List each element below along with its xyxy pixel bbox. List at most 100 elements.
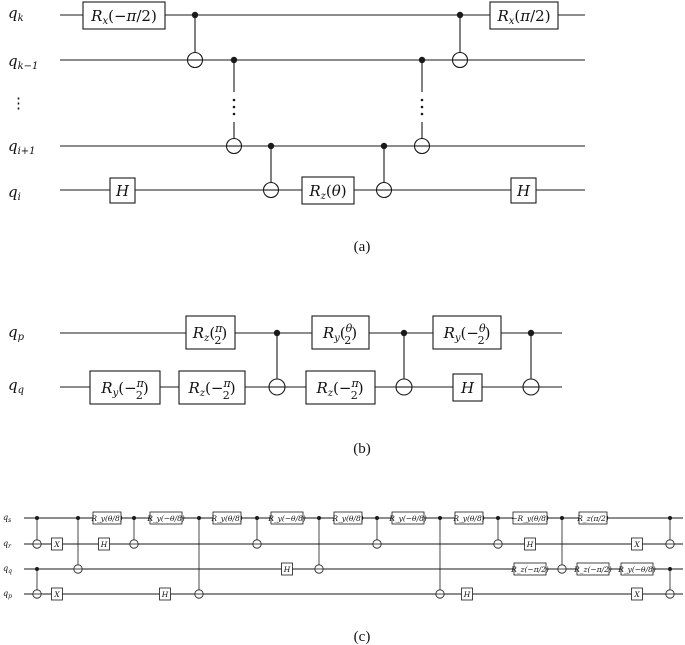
gate-rz-neg-pi2-c-28: R_z(−π/2)	[573, 562, 612, 576]
cnot-c-12	[252, 516, 262, 549]
caption-b: (b)	[353, 441, 371, 457]
caption-c: (c)	[354, 629, 371, 645]
svg-text:R_z(−π/2): R_z(−π/2)	[573, 565, 612, 574]
qubit-label-qp: qp	[8, 323, 25, 343]
svg-text:Ry(−π2): Ry(−π2)	[100, 377, 148, 402]
svg-text:Rz(θ): Rz(θ)	[308, 182, 346, 202]
cnot-c-10	[194, 516, 204, 599]
cnot-c-4	[73, 516, 83, 574]
gate-x-c-30: X	[631, 537, 643, 551]
cnot-c-17	[372, 516, 382, 549]
cnot-qi+1-qi-right	[375, 142, 393, 199]
svg-text:H: H	[283, 565, 291, 574]
svg-text:R_y(−θ/8): R_y(−θ/8)	[267, 514, 306, 523]
qubit-label-qq: qq	[8, 376, 24, 396]
cnot-chain-right	[413, 56, 431, 155]
svg-text:H: H	[460, 379, 475, 397]
gate-h-c-9: H	[159, 587, 171, 601]
gate-rz-neg-pi2-c-25: R_z(−π/2)	[510, 562, 549, 576]
gate-h-c-21: H	[461, 587, 473, 601]
cnot-c-19	[435, 516, 445, 599]
cnot-qk-qk-1-right	[451, 11, 469, 69]
svg-text:Rx(π/2): Rx(π/2)	[496, 7, 550, 27]
svg-text:X: X	[633, 590, 640, 599]
cnot-c-1	[32, 567, 42, 599]
gate-ry-t8-c-11: R_y(θ/8)	[210, 511, 243, 525]
gate-ry-t8-c-16: R_y(θ/8)	[331, 511, 364, 525]
svg-text:Ry(−θ2): Ry(−θ2)	[443, 322, 491, 347]
cnot-c-22	[493, 516, 503, 549]
cnot-c-33	[665, 567, 675, 599]
gate-h-c-24: H	[524, 537, 536, 551]
svg-text:Ry(θ2): Ry(θ2)	[322, 322, 357, 347]
gate-h-c-14: H	[281, 562, 293, 576]
circuit-c: qs qr qq qp X X R_y(θ/8) H R_y(−θ/8) H R_y(θ/8…	[3, 511, 683, 645]
svg-text:R_y(θ/8): R_y(θ/8)	[90, 514, 122, 523]
svg-text:H: H	[463, 590, 471, 599]
svg-text:R_z(−π/2): R_z(−π/2)	[510, 565, 549, 574]
qubit-label-qi+1: qi+1	[8, 137, 36, 157]
qubit-label-qk-1: qk−1	[8, 52, 38, 72]
cnot-b-3	[522, 329, 540, 396]
svg-text:Rz(−π2): Rz(−π2)	[315, 377, 363, 402]
svg-text:−R_y(θ/8): −R_y(θ/8)	[511, 514, 549, 523]
svg-text:Rz(−π2): Rz(−π2)	[187, 377, 235, 402]
caption-a: (a)	[354, 239, 371, 255]
qubit-label-vdots: ⋮	[11, 94, 26, 112]
cnot-c-26	[557, 516, 567, 574]
svg-text:H: H	[526, 540, 534, 549]
gate-ry-neg-t8-c-8: R_y(−θ/8)	[146, 511, 185, 525]
svg-text:R_y(−θ/8): R_y(−θ/8)	[146, 514, 185, 523]
svg-text:R_y(−θ/8): R_y(−θ/8)	[617, 565, 656, 574]
gate-rz-theta: Rz(θ)	[301, 176, 355, 205]
gate-ry-neg-t8-c-29: R_y(−θ/8)	[617, 562, 656, 576]
gate-h-right: H	[510, 177, 537, 204]
svg-text:R_y(θ/8): R_y(θ/8)	[210, 514, 242, 523]
svg-text:H: H	[516, 182, 531, 200]
svg-text:R_y(θ/8): R_y(θ/8)	[452, 514, 484, 523]
svg-text:X: X	[53, 540, 60, 549]
circuit-a: qk qk−1 ⋮ qi+1 qi Rx(−π/2)	[8, 1, 585, 255]
svg-text:R_y(−θ/8): R_y(−θ/8)	[388, 514, 427, 523]
qubit-label-qi: qi	[8, 183, 21, 203]
qubit-label-qk: qk	[8, 4, 24, 24]
gate-rx-pi2: Rx(π/2)	[489, 1, 559, 30]
cnot-c-15	[314, 516, 324, 574]
cnot-c-0	[32, 516, 42, 549]
cnot-b-1	[268, 329, 286, 396]
gate-rz-pi2-c-27: R_z(π/2)	[576, 511, 609, 525]
gate-x-c-31: X	[631, 587, 643, 601]
gate-neg-ry-t8-c-23: −R_y(θ/8)	[511, 511, 549, 525]
svg-text:X: X	[53, 590, 60, 599]
svg-text:X: X	[633, 540, 640, 549]
gate-h-c-6: H	[98, 537, 110, 551]
svg-text:H: H	[161, 590, 169, 599]
svg-text:H: H	[115, 182, 130, 200]
qubit-label-qq-c: qq	[3, 564, 12, 575]
qubit-label-qr: qr	[3, 539, 12, 550]
gate-x-c-2: X	[51, 537, 63, 551]
circuit-c-elements: X X R_y(θ/8) H R_y(−θ/8) H R_y(θ/8) R_y(−θ/8) H R…	[32, 511, 675, 601]
cnot-chain-left	[225, 56, 243, 155]
gate-rx-neg-pi2: Rx(−π/2)	[82, 1, 166, 30]
gate-ry-neg-t8-c-13: R_y(−θ/8)	[267, 511, 306, 525]
qubit-label-qp-c: qp	[3, 589, 12, 600]
cnot-b-2	[395, 329, 413, 396]
cnot-c-32	[665, 516, 675, 549]
gate-x-c-3: X	[51, 587, 63, 601]
gate-h-left: H	[109, 177, 136, 204]
cnot-c-7	[129, 516, 139, 549]
svg-text:R_z(π/2): R_z(π/2)	[576, 514, 609, 523]
cnot-qi+1-qi-left	[262, 142, 280, 199]
gate-ry-t8-c-20: R_y(θ/8)	[452, 511, 485, 525]
qubit-label-qs: qs	[3, 513, 11, 524]
